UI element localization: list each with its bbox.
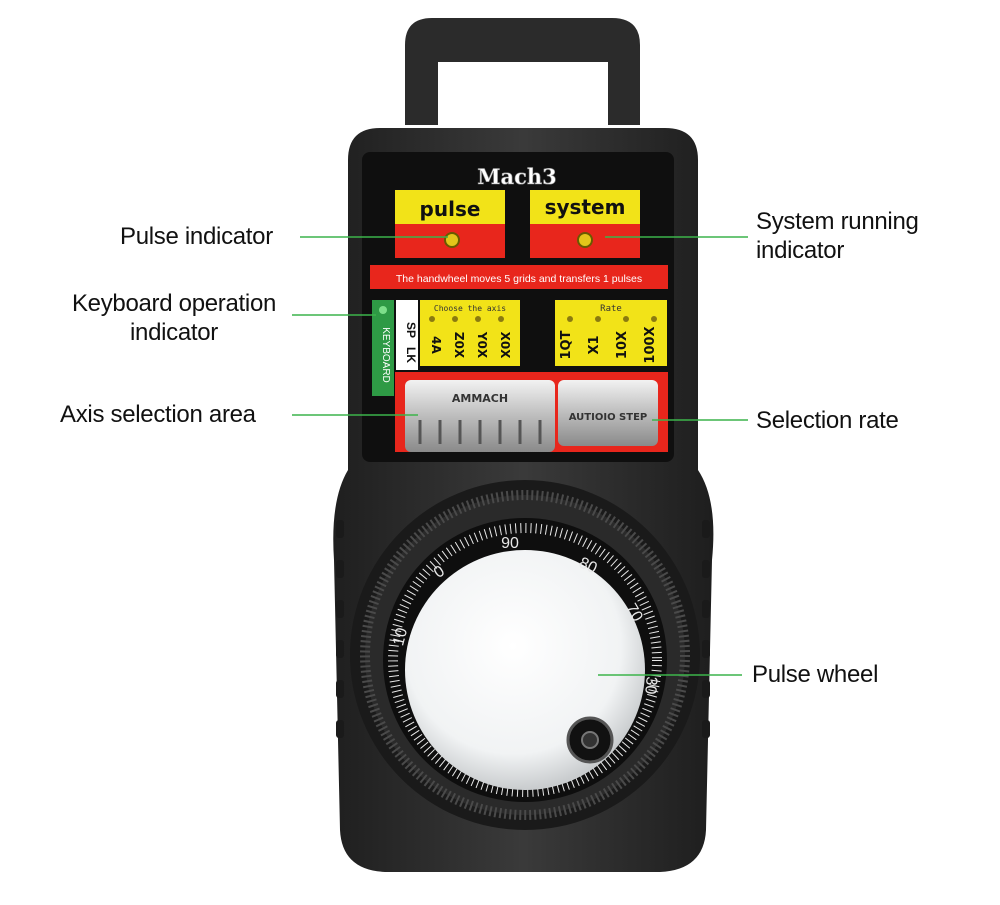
dial-number: 30 bbox=[641, 676, 659, 695]
pulse-label: pulse bbox=[420, 197, 481, 221]
system-led bbox=[577, 232, 593, 248]
callout-line: System running bbox=[756, 208, 919, 235]
sp-lk-strip bbox=[396, 300, 418, 370]
callout-pulse-indicator: Pulse indicator bbox=[120, 223, 273, 250]
callout-line: indicator bbox=[129, 319, 218, 346]
pulse-wheel[interactable]: 90 80 70 0 10 30 bbox=[350, 480, 700, 830]
callout-axis-selection: Axis selection area bbox=[60, 401, 256, 428]
rate-knob-text: AUTIOIO STEP bbox=[569, 412, 647, 423]
callout-line: indicator bbox=[756, 237, 845, 264]
rate-option: X1 bbox=[587, 335, 602, 354]
banner-bg bbox=[370, 265, 668, 289]
axis-knob[interactable] bbox=[405, 380, 555, 452]
callout-system-running: System running indicator bbox=[756, 207, 919, 265]
axis-option: Y0X bbox=[475, 331, 489, 359]
callout-line: Keyboard operation bbox=[71, 290, 277, 317]
leader-lines bbox=[292, 236, 748, 676]
callout-keyboard-operation: Keyboard operation indicator bbox=[58, 289, 290, 347]
wheel-face bbox=[405, 550, 645, 790]
system-label-bg bbox=[530, 190, 640, 224]
system-label: system bbox=[545, 195, 626, 219]
device-handle bbox=[405, 18, 640, 125]
rate-leds bbox=[567, 316, 657, 322]
axis-knob-ridges bbox=[418, 420, 542, 444]
lk-label: LK bbox=[404, 347, 418, 363]
axis-option: X0X bbox=[498, 332, 512, 360]
rate-knob[interactable] bbox=[558, 380, 658, 446]
axis-block bbox=[420, 300, 520, 366]
side-grip bbox=[336, 520, 710, 738]
dial-number: 70 bbox=[622, 601, 646, 625]
rate-title: Rate bbox=[600, 304, 622, 314]
callout-pulse-wheel: Pulse wheel bbox=[752, 661, 879, 688]
rate-option: 10X bbox=[615, 331, 630, 359]
axis-title: Choose the axis bbox=[434, 304, 506, 313]
brand-logo: Mach3 bbox=[477, 164, 557, 189]
keyboard-strip bbox=[372, 300, 394, 396]
callout-selection-rate: Selection rate bbox=[756, 407, 899, 434]
axis-option: 4A bbox=[429, 336, 443, 354]
sp-label: SP bbox=[404, 322, 418, 338]
pulse-led bbox=[444, 232, 460, 248]
banner-text: The handwheel moves 5 grids and transfer… bbox=[396, 273, 642, 285]
axis-option: Z0X bbox=[452, 332, 466, 359]
dial-number: 80 bbox=[576, 554, 599, 577]
axis-knob-text: AMMACH bbox=[452, 392, 508, 405]
pulse-label-bg bbox=[395, 190, 505, 224]
rate-option: 100X bbox=[643, 326, 658, 363]
dial-number: 90 bbox=[501, 535, 519, 552]
rate-block bbox=[555, 300, 667, 366]
rate-option: 1QT bbox=[559, 330, 574, 359]
keyboard-led bbox=[379, 306, 387, 314]
crank-screw-icon bbox=[581, 731, 599, 749]
keyboard-label: KEYBOARD bbox=[380, 327, 391, 383]
dial-number: 10 bbox=[390, 626, 411, 648]
axis-leds bbox=[429, 316, 504, 322]
wheel-ticks bbox=[388, 523, 662, 797]
